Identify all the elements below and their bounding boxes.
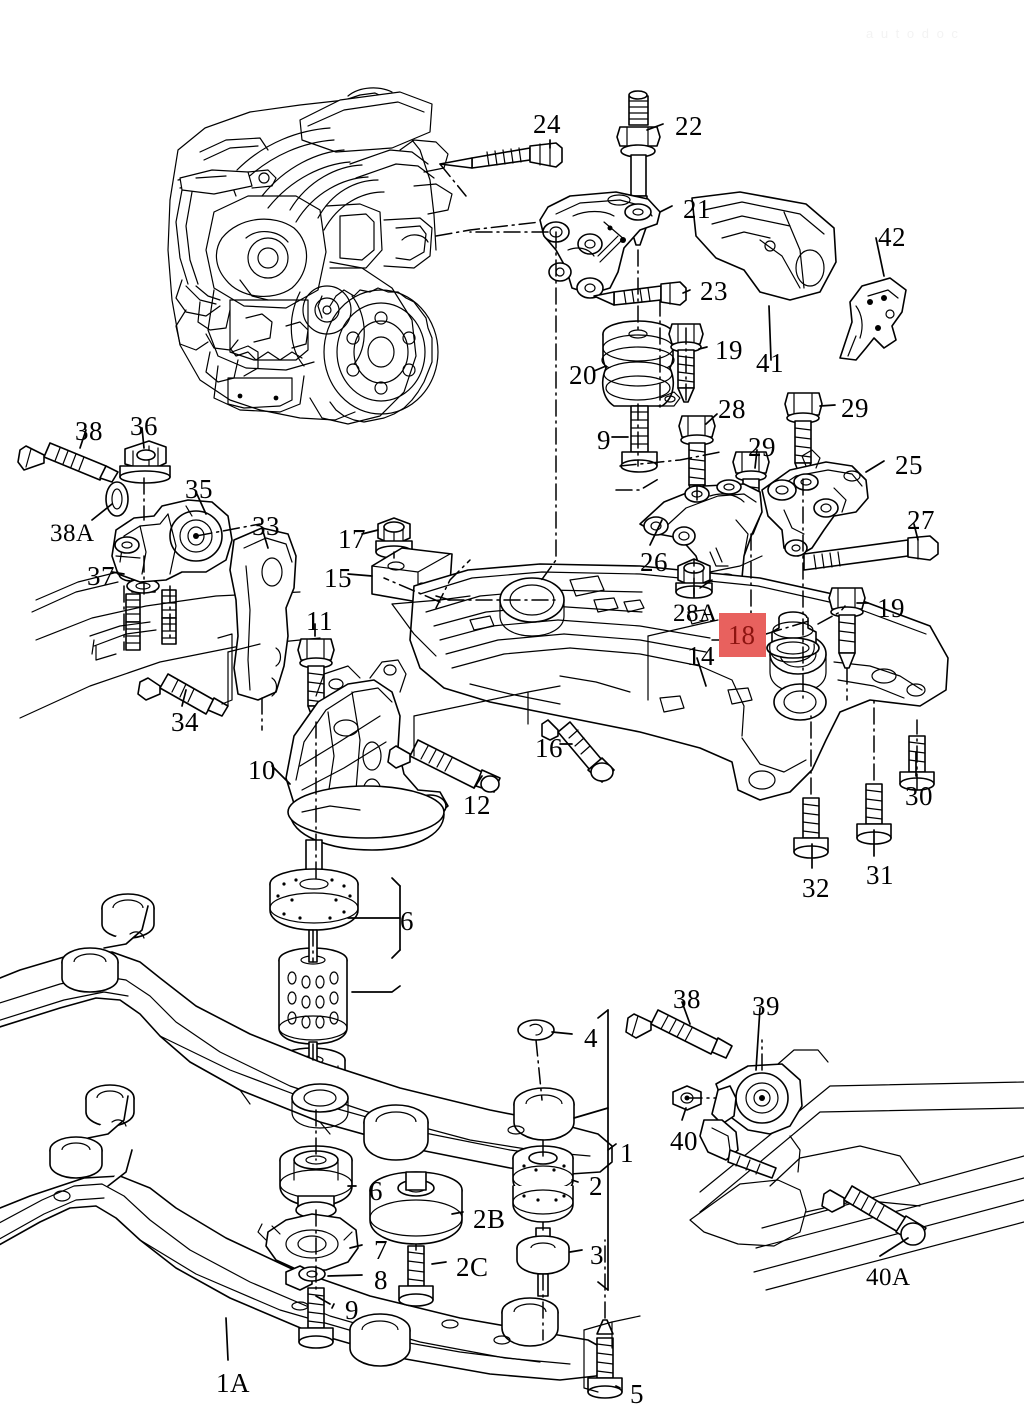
callout-7: 7 (374, 1235, 388, 1265)
mount-35 (111, 499, 233, 583)
callout-2b: 2B (473, 1204, 506, 1234)
callout-3: 3 (590, 1240, 604, 1270)
callout-6: 6 (400, 906, 414, 936)
bolt-9-upper (620, 405, 658, 473)
callout-28: 28 (718, 394, 746, 424)
callout-2c: 2C (456, 1252, 489, 1282)
bracket-21 (539, 191, 661, 299)
watermark-text: a u t o d o c (866, 26, 960, 41)
callout-1a: 1A (216, 1368, 250, 1398)
callout-26: 26 (640, 547, 668, 577)
callout-42: 42 (878, 222, 906, 252)
mount-18 (766, 611, 820, 663)
bolt-24 (439, 142, 563, 169)
bolt-2C (398, 1245, 434, 1307)
callout-38: 38 (75, 416, 103, 446)
washer-4 (517, 1019, 555, 1041)
bracket-33 (217, 527, 297, 705)
callout-29: 29 (841, 393, 869, 423)
callout-5: 5 (630, 1379, 644, 1409)
callout-37: 37 (87, 561, 115, 591)
highlighted-part-number: 18 (728, 619, 755, 650)
callout-19: 19 (877, 593, 905, 623)
callout-36: 36 (130, 411, 158, 441)
bolt-32 (793, 797, 829, 859)
callout-27: 27 (907, 505, 935, 535)
callout-38: 38 (673, 984, 701, 1014)
bolt-38-right (625, 1009, 733, 1059)
callout-6: 6 (369, 1176, 383, 1206)
callout-29: 29 (748, 432, 776, 462)
bolt-19-lower (828, 587, 866, 669)
bolt-38-left (17, 442, 119, 483)
washer-38A (105, 481, 129, 517)
callout-41: 41 (756, 348, 784, 378)
gearbox-mount-group (689, 1049, 1024, 1291)
callout-16: 16 (535, 733, 563, 763)
bolt-34 (137, 673, 229, 717)
engine-illustration (167, 87, 453, 425)
bolt-23 (593, 281, 687, 306)
callout-2: 2 (589, 1171, 603, 1201)
crossmember-1 (0, 893, 613, 1175)
nut-36 (119, 440, 171, 484)
callout-32: 32 (802, 873, 830, 903)
callout-4: 4 (584, 1023, 598, 1053)
callout-40a: 40A (866, 1264, 911, 1291)
bolt-5 (587, 1319, 623, 1399)
callout-17: 17 (338, 524, 366, 554)
callout-30: 30 (905, 781, 933, 811)
callout-38a: 38A (50, 520, 95, 547)
callout-14: 14 (687, 641, 715, 671)
bracket-10 (285, 659, 449, 851)
callout-11: 11 (306, 606, 333, 636)
highlighted-part-18[interactable]: 18 (719, 613, 766, 657)
callout-33: 33 (252, 511, 280, 541)
bracket-42 (839, 277, 907, 361)
callout-24: 24 (533, 109, 561, 139)
callout-21: 21 (683, 194, 711, 224)
bracket-25 (761, 449, 869, 557)
washer-8 (298, 1266, 326, 1282)
callout-40: 40 (670, 1126, 698, 1156)
callout-39: 39 (752, 991, 780, 1021)
bolt-40A (821, 1185, 927, 1246)
bushing-2 (512, 1145, 574, 1223)
callout-25: 25 (895, 450, 923, 480)
bolt-16 (541, 719, 615, 783)
bushing-2B (369, 1171, 463, 1245)
callout-19: 19 (715, 335, 743, 365)
callout-1: 1 (620, 1138, 634, 1168)
plate-7 (257, 1213, 359, 1291)
callout-12: 12 (463, 790, 491, 820)
callout-23: 23 (700, 276, 728, 306)
callout-31: 31 (866, 860, 894, 890)
callout-22: 22 (675, 111, 703, 141)
engine-mount-20 (601, 320, 681, 407)
callout-8: 8 (374, 1265, 388, 1295)
heat-shield-41 (691, 191, 837, 301)
callout-9: 9 (597, 425, 611, 455)
callout-35: 35 (185, 474, 213, 504)
studs-under-35 (125, 589, 177, 651)
callout-28a: 28A (673, 600, 718, 627)
callout-20: 20 (569, 360, 597, 390)
leader-lines (79, 123, 919, 1393)
callout-9: 9 (345, 1295, 359, 1325)
callout-10: 10 (248, 755, 276, 785)
callout-15: 15 (324, 563, 352, 593)
bolt-3 (516, 1227, 570, 1297)
callout-34: 34 (171, 707, 199, 737)
bushing-6-lower (279, 1145, 353, 1219)
bolt-27 (803, 535, 939, 571)
